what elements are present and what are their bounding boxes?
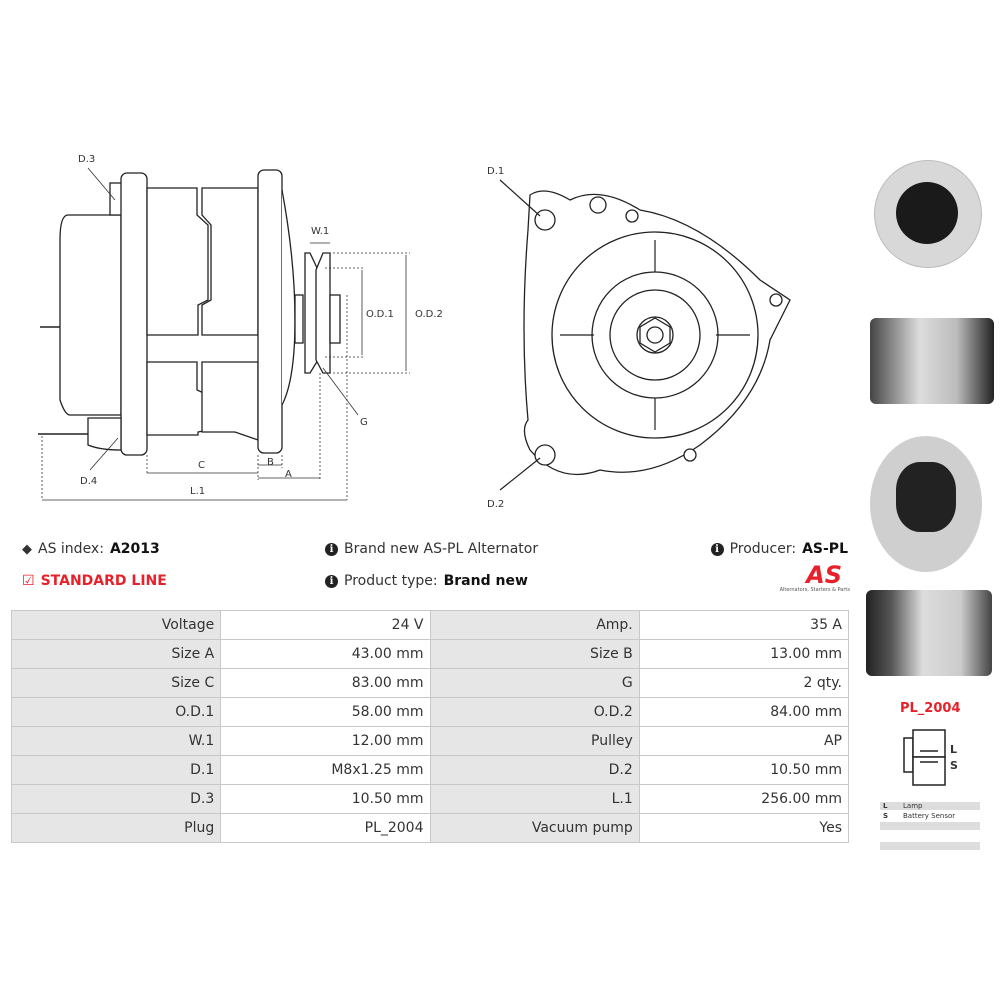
product-photo-side bbox=[870, 318, 994, 404]
spec-label: Size A bbox=[10, 639, 222, 669]
pin-l: L bbox=[950, 743, 957, 756]
as-index: ◆ AS index:A2013 bbox=[22, 541, 160, 557]
spec-value: 13.00 mm bbox=[638, 639, 850, 669]
info-icon: i bbox=[325, 574, 338, 588]
spec-label: Size C bbox=[10, 668, 222, 698]
spec-label: O.D.2 bbox=[429, 697, 640, 727]
legend-pin: S bbox=[883, 812, 889, 820]
label-g: G bbox=[360, 417, 368, 428]
legend-row bbox=[880, 832, 980, 840]
product-type: i Product type:Brand new bbox=[325, 573, 528, 589]
legend-pin: L bbox=[880, 802, 900, 810]
spec-label: Voltage bbox=[10, 610, 222, 640]
spec-value: AP bbox=[638, 726, 850, 756]
product-photo-front bbox=[868, 140, 986, 308]
pin-s: S bbox=[950, 759, 958, 772]
spec-value: 58.00 mm bbox=[220, 697, 431, 727]
as-logo: AS Alternators, Starters & Parts bbox=[779, 561, 850, 593]
spec-value: PL_2004 bbox=[220, 813, 431, 843]
legend-pin bbox=[880, 842, 900, 850]
producer: i Producer:AS-PL bbox=[710, 541, 848, 557]
legend-desc bbox=[900, 842, 980, 850]
label-a: A bbox=[285, 469, 292, 480]
spec-label: D.2 bbox=[429, 755, 640, 785]
label-l1: L.1 bbox=[190, 486, 205, 497]
spec-value: M8x1.25 mm bbox=[220, 755, 431, 785]
spec-value: 10.50 mm bbox=[220, 784, 431, 814]
legend-pin bbox=[880, 832, 900, 840]
spec-label: W.1 bbox=[10, 726, 222, 756]
spec-value: 10.50 mm bbox=[638, 755, 850, 785]
info-icon: i bbox=[325, 542, 338, 556]
legend-row bbox=[880, 822, 980, 830]
spec-label: Size B bbox=[429, 639, 640, 669]
legend-pin bbox=[880, 822, 900, 830]
spec-value: 2 qty. bbox=[638, 668, 850, 698]
plug-name: PL_2004 bbox=[900, 701, 961, 716]
label-d4: D.4 bbox=[80, 476, 97, 487]
description: i Brand new AS-PL Alternator bbox=[325, 541, 538, 557]
spec-label: Plug bbox=[10, 813, 222, 843]
product-photo-rear bbox=[866, 422, 988, 584]
product-photo-side-2 bbox=[866, 590, 992, 676]
spec-value: 12.00 mm bbox=[220, 726, 431, 756]
label-d1: D.1 bbox=[487, 166, 504, 177]
legend-row bbox=[880, 842, 980, 850]
legend-desc bbox=[900, 832, 980, 840]
spec-value: 35 A bbox=[638, 610, 850, 640]
label-od2: O.D.2 bbox=[415, 309, 443, 320]
label-d3: D.3 bbox=[78, 154, 95, 165]
spec-value: 43.00 mm bbox=[220, 639, 431, 669]
spec-value: Yes bbox=[638, 813, 850, 843]
spec-value: 256.00 mm bbox=[638, 784, 850, 814]
spec-label: Amp. bbox=[429, 610, 640, 640]
front-view-drawing: D.1 D.2 bbox=[487, 166, 791, 510]
spec-value: 24 V bbox=[220, 610, 431, 640]
label-d2: D.2 bbox=[487, 499, 504, 510]
product-line: ☑ STANDARD LINE bbox=[22, 573, 167, 589]
legend-desc: Battery Sensor bbox=[903, 812, 956, 820]
spec-value: 84.00 mm bbox=[638, 697, 850, 727]
spec-label: Vacuum pump bbox=[429, 813, 640, 843]
legend-desc: Lamp bbox=[900, 802, 980, 810]
info-icon: i bbox=[710, 542, 724, 556]
tag-icon: ◆ bbox=[22, 541, 32, 557]
spec-value: 83.00 mm bbox=[220, 668, 431, 698]
spec-label: L.1 bbox=[429, 784, 640, 814]
plug-connector-diagram: L S bbox=[903, 729, 958, 786]
label-b: B bbox=[267, 457, 274, 468]
label-od1: O.D.1 bbox=[366, 309, 394, 320]
side-view-drawing: D.3 D.4 W.1 O.D.1 O.D.2 G A B C L.1 bbox=[38, 154, 443, 501]
spec-label: D.3 bbox=[10, 784, 222, 814]
spec-label: Pulley bbox=[429, 726, 640, 756]
spec-label: G bbox=[429, 668, 640, 698]
checkbox-icon: ☑ bbox=[22, 573, 35, 589]
label-c: C bbox=[198, 460, 205, 471]
legend-desc bbox=[900, 822, 980, 830]
legend-row: S Battery Sensor bbox=[880, 812, 980, 820]
spec-label: O.D.1 bbox=[10, 697, 222, 727]
spec-label: D.1 bbox=[10, 755, 222, 785]
label-w1: W.1 bbox=[311, 226, 329, 237]
